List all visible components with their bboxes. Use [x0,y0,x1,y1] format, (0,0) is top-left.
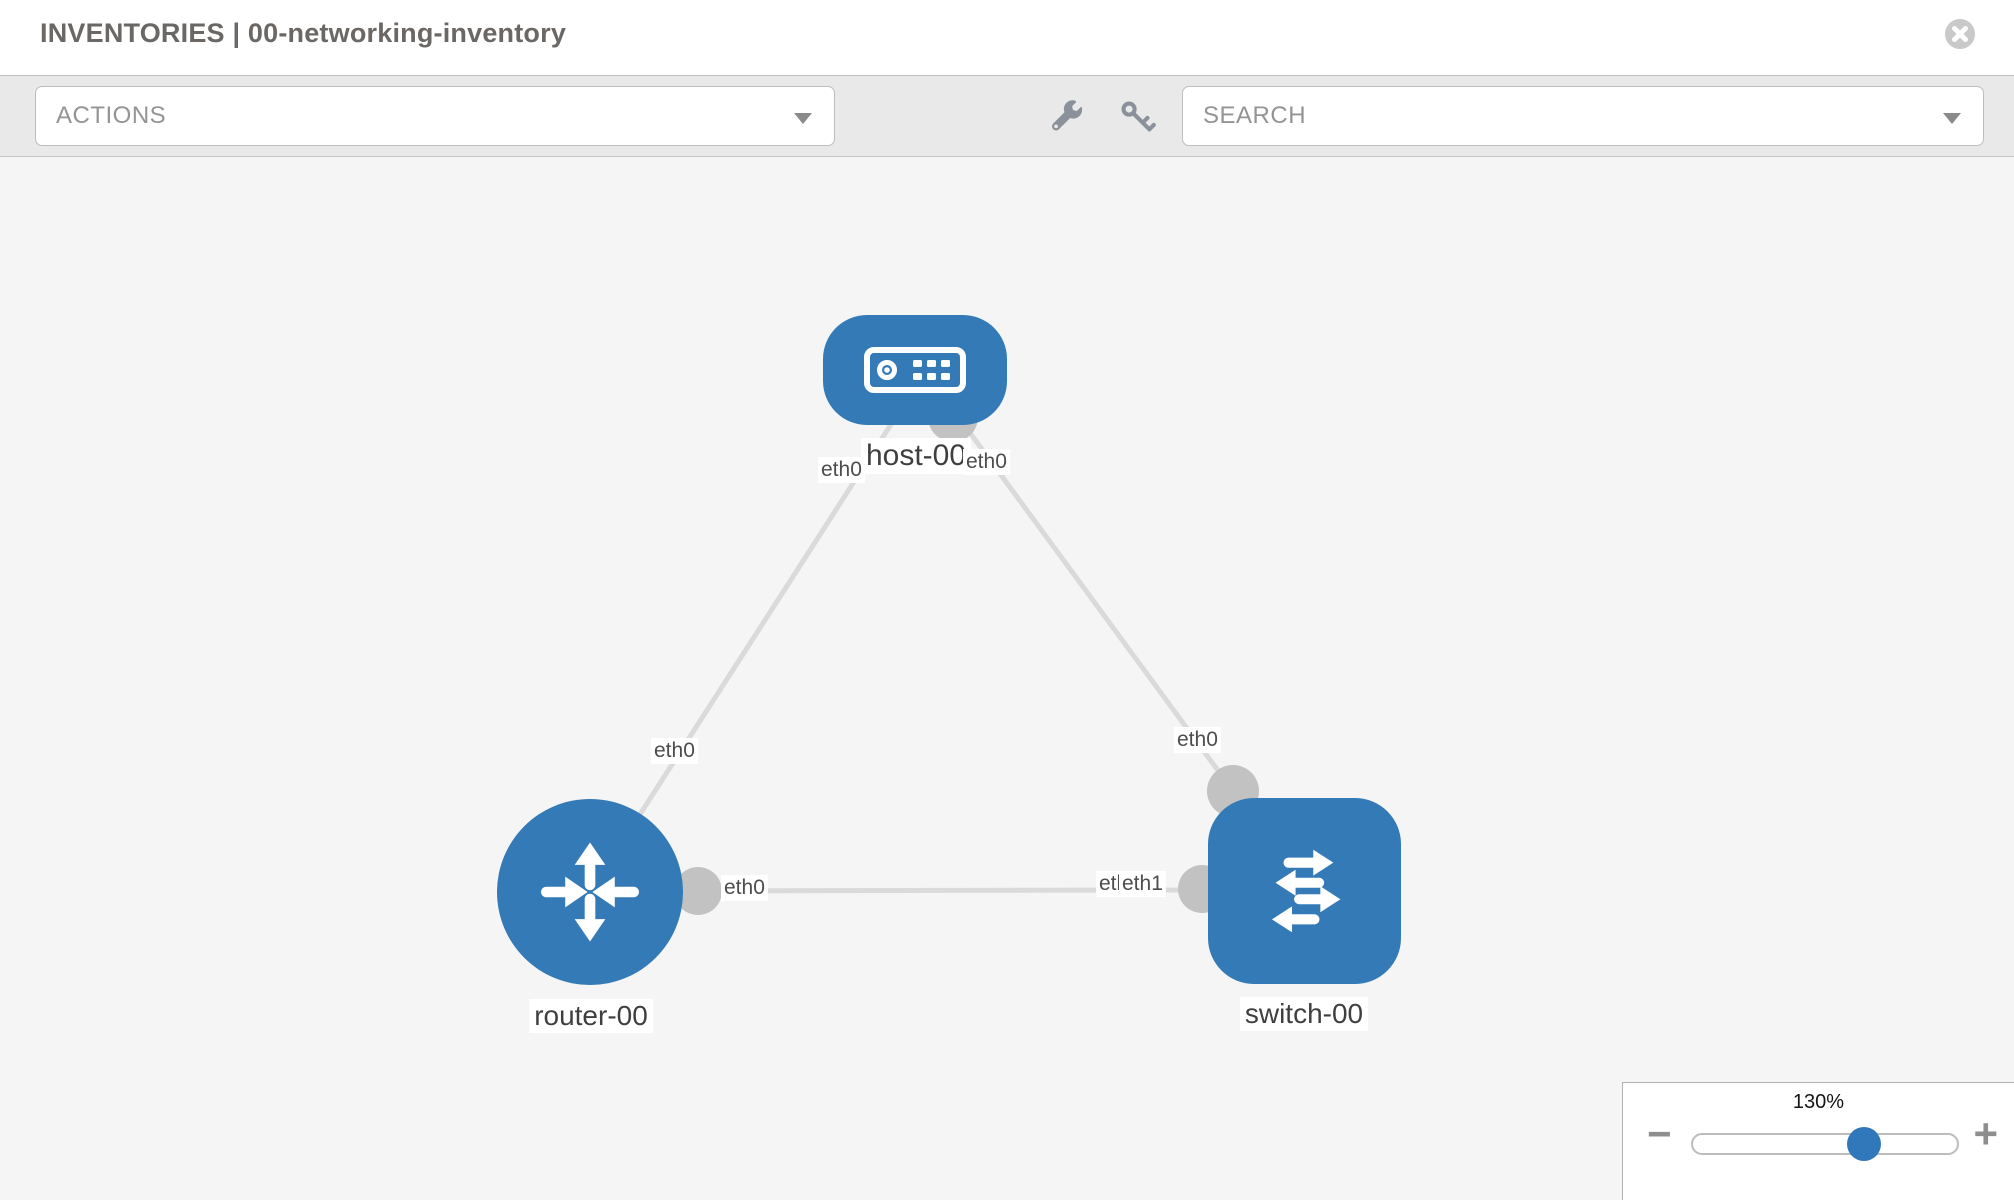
switch-icon [1271,849,1340,933]
actions-dropdown-label: ACTIONS [56,102,167,129]
node-host-00[interactable] [823,315,1007,425]
topology-canvas[interactable]: host-00 router-00 switch-00 eth0 eth0 et… [0,157,2014,1200]
port-label-host-eth0-right: eth0 [963,449,1010,476]
close-icon [1945,19,1975,49]
page-title: INVENTORIES | 00-networking-inventory [40,18,567,48]
configure-button[interactable] [1048,98,1086,136]
zoom-slider-thumb[interactable] [1847,1127,1881,1161]
port-label-host-eth0-left: eth0 [818,457,865,484]
topology-links-layer [559,385,1259,915]
actions-dropdown[interactable]: ACTIONS [35,86,835,146]
router-icon [541,842,639,942]
server-icon [864,347,966,393]
node-router-00[interactable] [497,799,683,985]
toolbar: ACTIONS SEARCH [0,75,2014,157]
key-icon [1121,101,1156,132]
zoom-slider-track[interactable] [1691,1127,1959,1161]
node-label-switch: switch-00 [1239,997,1369,1031]
zoom-out-button[interactable]: − [1647,1110,1672,1157]
port-label-switch-eth0: eth0 [1174,727,1221,754]
zoom-in-button[interactable]: + [1973,1110,1998,1157]
chevron-down-icon [1943,113,1961,124]
search-dropdown[interactable]: SEARCH [1182,86,1984,146]
zoom-control-panel: 130% − + [1622,1082,2014,1200]
chevron-down-icon [794,113,812,124]
panel-header: INVENTORIES | 00-networking-inventory [0,0,2014,75]
port-label-switch-eth1: eth1 [1119,871,1166,898]
close-button[interactable] [1944,18,1976,50]
wrench-icon [1052,100,1083,131]
credentials-button[interactable] [1118,98,1156,136]
search-dropdown-label: SEARCH [1203,102,1307,129]
port-label-router-eth0-uplink: eth0 [651,738,698,765]
node-switch-00[interactable] [1208,798,1401,984]
node-label-host: host-00 [860,438,972,474]
port-label-router-eth0: eth0 [721,875,768,902]
zoom-level-value: 130% [1792,1091,1845,1113]
node-label-router: router-00 [529,999,653,1033]
